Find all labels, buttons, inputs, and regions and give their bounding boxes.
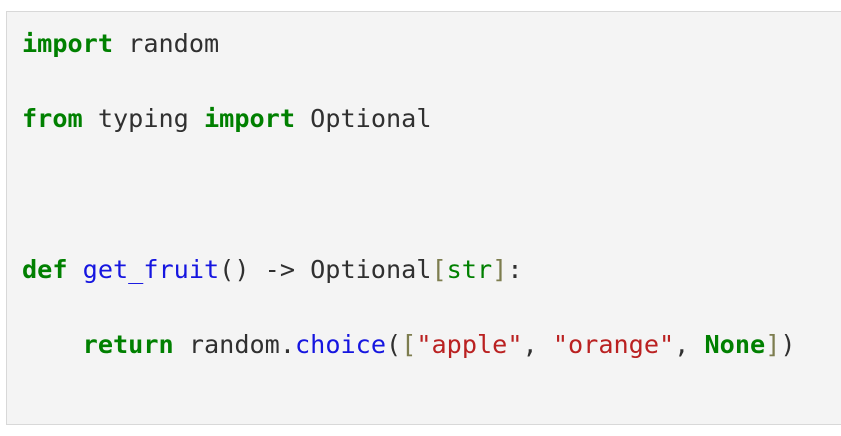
code-token-kw: import [22,29,113,58]
code-token-pl: ( [386,329,402,359]
code-token-kw: None [704,329,766,359]
code-token-str: "apple" [416,329,523,359]
code-token-pl: random [113,29,220,58]
code-line: def get_fruit() -> Optional[str]: [22,251,841,289]
code-line: return random.choice(["apple", "orange",… [22,326,841,364]
code-token-brk: [ [401,329,417,359]
code-token-pl: , [522,329,553,359]
code-token-brk: ] [492,254,508,284]
code-line [22,175,841,213]
code-token-pl: : [507,254,523,284]
code-token-kw: return [82,329,174,359]
code-token-pl: typing [82,104,204,134]
code-token-kw: from [22,104,83,134]
code-token-kw: import [204,104,295,134]
code-token-typ: str [446,254,493,284]
code-line: from typing import Optional [22,100,841,138]
code-token-brk: ] [765,329,781,359]
code-token-pl: () -> Optional [219,254,432,284]
code-line: import random [22,25,841,63]
code-line [22,401,841,424]
code-token-pl: , [674,329,705,359]
code-token-str: "orange" [552,329,675,359]
code-content[interactable]: import random from typing import Optiona… [7,12,841,424]
code-token-pl: random. [173,329,295,359]
code-token-fn: choice [295,329,386,359]
code-token-kw: def [22,254,68,284]
code-token-pl [22,330,83,359]
code-token-brk: [ [431,254,447,284]
code-token-pl: ) [780,329,796,359]
code-token-pl [68,255,83,284]
code-token-pl: Optional [295,104,432,134]
code-block[interactable]: import random from typing import Optiona… [6,11,841,425]
code-token-fn: get_fruit [82,254,220,284]
